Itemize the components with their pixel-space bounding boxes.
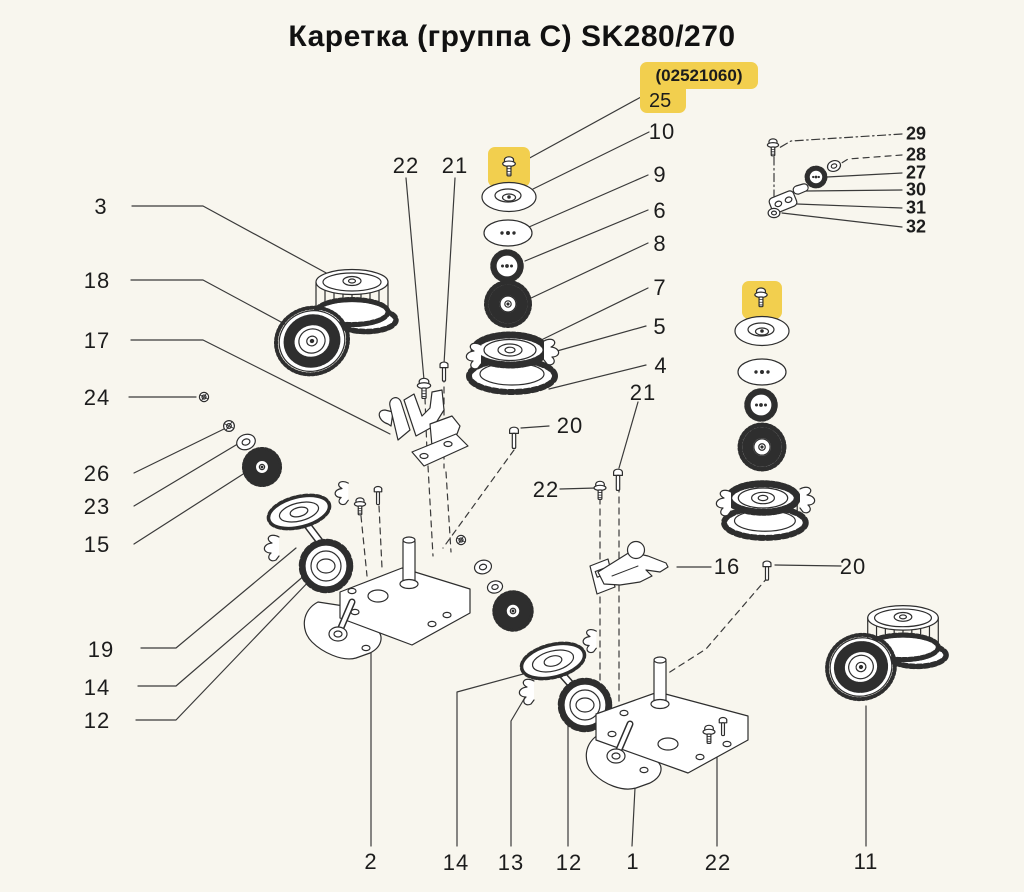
disc-right <box>737 358 787 386</box>
retaining-clip-mid-b <box>582 628 597 654</box>
part-label-5: 5 <box>653 314 667 339</box>
gear-stack-right <box>724 484 806 540</box>
mounting-screw-left-a <box>353 497 367 516</box>
part-label-2: 2 <box>364 849 378 874</box>
highlighted-part-code: (02521060) <box>640 62 758 89</box>
part-label-12-bottom: 12 <box>555 850 583 875</box>
part-label-26: 26 <box>83 461 111 486</box>
part-label-27: 27 <box>905 162 927 183</box>
part-label-32: 32 <box>905 216 927 237</box>
part-label-20-right: 20 <box>839 554 867 579</box>
part-label-6: 6 <box>653 198 667 223</box>
part-label-11: 11 <box>853 849 879 874</box>
part-label-29: 29 <box>905 123 927 144</box>
part-label-8: 8 <box>653 231 667 256</box>
screw-22-mid <box>593 480 607 500</box>
part-label-28: 28 <box>905 144 927 165</box>
highlighted-part-number-label: 25 <box>640 89 686 113</box>
part-5-clip-left <box>465 342 482 370</box>
part-label-24: 24 <box>83 385 111 410</box>
retaining-clip-left-a <box>263 534 280 562</box>
screw-22-top <box>416 377 432 400</box>
part-label-9: 9 <box>653 162 667 187</box>
part-28-washer <box>825 158 843 174</box>
retaining-clip-left-b <box>334 480 349 506</box>
part-12-spur-gear-bottom <box>561 681 609 729</box>
mounting-screw-left-b <box>373 486 383 506</box>
part-label-23: 23 <box>83 494 111 519</box>
part-label-13: 13 <box>497 850 525 875</box>
part-32-washer <box>767 207 781 219</box>
screw-21-mid <box>612 468 624 491</box>
page-title: Каретка (группа C) SK280/270 <box>288 20 736 53</box>
part-26-nut <box>222 419 236 433</box>
part-label-1: 1 <box>626 849 640 874</box>
part-27-star-washer <box>805 166 827 188</box>
part-19-bevel-gear <box>267 491 342 564</box>
part-5-clip-right <box>543 338 560 366</box>
dished-washer-right <box>734 315 790 347</box>
part-13-clip <box>518 678 535 706</box>
part-label-17: 17 <box>83 328 111 353</box>
part-label-14-bottom: 14 <box>442 850 470 875</box>
part-10-dished-washer <box>481 181 537 213</box>
part-label-14-left: 14 <box>83 675 111 700</box>
part-label-31: 31 <box>905 197 927 218</box>
part-label-20-mid: 20 <box>556 413 584 438</box>
part-label-10: 10 <box>648 119 676 144</box>
part-29-screw <box>766 138 780 157</box>
mid-star-wheel <box>494 592 531 629</box>
part-1-carriage-plate <box>586 657 748 789</box>
part-16-cam-lever <box>590 542 668 595</box>
star-washer-right <box>747 391 775 419</box>
part-label-21-top: 21 <box>441 153 469 178</box>
mid-washer-a <box>472 557 494 577</box>
part-label-3: 3 <box>94 194 108 219</box>
part-label-22-mid: 22 <box>532 477 560 502</box>
part-8-brush-wheel <box>486 282 530 326</box>
mid-washer-b <box>485 578 505 596</box>
screw-21-top <box>439 361 449 382</box>
part-label-4: 4 <box>654 353 668 378</box>
part-24-nut <box>198 391 210 403</box>
part-label-18: 18 <box>83 268 111 293</box>
leader-lines <box>129 97 902 846</box>
part-2-carriage-plate <box>304 537 470 659</box>
mid-nut <box>455 534 467 546</box>
part-label-21-mid: 21 <box>629 380 657 405</box>
part-label-15: 15 <box>83 532 111 557</box>
screw-20-mid <box>509 426 520 449</box>
part-label-12-left: 12 <box>83 708 111 733</box>
part-label-7: 7 <box>653 275 667 300</box>
part-label-30: 30 <box>905 179 927 200</box>
part-15-star-wheel <box>244 449 280 485</box>
part-12-spur-gear-left <box>302 542 350 590</box>
part-label-22-top: 22 <box>392 153 420 178</box>
clip-right-a <box>715 489 732 517</box>
part-17-pawl-bracket <box>379 390 468 466</box>
part-31-bracket <box>768 190 798 215</box>
brush-wheel-right <box>740 425 785 470</box>
screw-20-right <box>762 560 772 581</box>
part-label-19: 19 <box>87 637 115 662</box>
part-label-22-bottom: 22 <box>704 850 732 875</box>
part-30-clip-piece <box>793 184 808 194</box>
part-6-star-washer <box>493 252 521 280</box>
part-7-and-4-gear-stack <box>469 335 555 394</box>
clip-right-b <box>799 486 816 514</box>
part-9-disc <box>483 219 533 247</box>
part-label-16: 16 <box>713 554 741 579</box>
